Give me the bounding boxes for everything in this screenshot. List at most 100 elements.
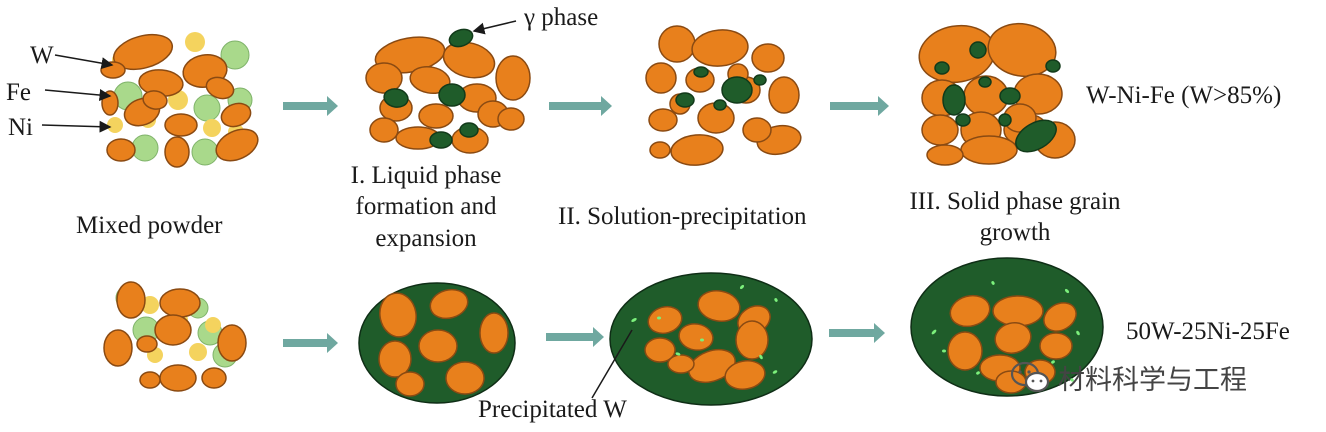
precipitated-w <box>774 298 778 302</box>
tungsten-grain <box>926 144 964 166</box>
tungsten-grain <box>994 322 1032 354</box>
tungsten-grain <box>921 114 959 146</box>
tungsten-grain <box>479 312 509 354</box>
iron-particle <box>107 117 123 133</box>
pointer-gamma <box>472 20 517 35</box>
nickel-particle <box>193 94 221 122</box>
precipitated-w <box>942 349 946 353</box>
arrow-shaft <box>830 102 880 110</box>
gamma-phase <box>942 84 966 116</box>
label-w: W <box>30 42 54 69</box>
liquid-phase-cluster-low-w <box>358 282 516 404</box>
tungsten-grain <box>1039 332 1073 360</box>
tungsten-grain <box>724 360 766 390</box>
tungsten-grain <box>142 90 168 110</box>
tungsten-grain <box>106 138 136 162</box>
gamma-phase <box>459 122 479 138</box>
tungsten-grain <box>648 108 678 132</box>
label-stage1-line2: formation and <box>355 193 497 221</box>
gamma-phase <box>693 66 709 78</box>
tungsten-grain <box>365 62 403 94</box>
arrow-head <box>593 327 604 347</box>
precipitated-w <box>1076 330 1080 336</box>
watermark-text: 材料科学与工程 <box>1058 365 1247 396</box>
tungsten-grain <box>688 348 736 384</box>
tungsten-grain <box>429 288 469 320</box>
precipitated-w <box>675 352 681 356</box>
tungsten-grain <box>103 329 133 367</box>
nickel-particle <box>220 40 250 70</box>
tungsten-grain <box>667 354 695 374</box>
iron-particle <box>203 119 221 137</box>
gamma-phase <box>955 113 971 127</box>
arrow-shaft <box>829 329 876 337</box>
precipitated-w <box>1070 378 1074 382</box>
tungsten-grain <box>442 41 496 79</box>
pointer-w <box>54 54 114 70</box>
gamma-phase <box>1045 59 1061 73</box>
tungsten-grain <box>215 128 259 162</box>
tungsten-grain <box>670 134 724 166</box>
precipitated-w <box>759 354 763 360</box>
process-arrow <box>283 96 338 116</box>
label-stage3-line1: III. Solid phase grain <box>909 188 1121 215</box>
tungsten-grain <box>379 292 417 338</box>
arrow-head <box>327 333 338 353</box>
pointer-fe <box>44 89 112 102</box>
tungsten-grain <box>116 281 146 319</box>
tungsten-grain <box>101 90 119 116</box>
tungsten-grain <box>1043 302 1077 332</box>
pointer-lines <box>41 20 633 399</box>
gamma-phase <box>998 113 1012 127</box>
process-arrow <box>546 327 604 347</box>
tungsten-grain <box>678 323 714 351</box>
tungsten-grain <box>445 361 485 395</box>
tungsten-grain <box>418 329 458 363</box>
label-stage3-line2: growth <box>979 219 1051 247</box>
tungsten-grain <box>987 22 1057 78</box>
tungsten-grain <box>217 324 247 362</box>
label-ni: Ni <box>8 114 33 141</box>
tungsten-grain <box>164 113 198 137</box>
gamma-phase <box>753 74 767 86</box>
precipitation-cluster-low-w <box>609 272 813 406</box>
tungsten-grain <box>735 320 769 360</box>
gamma-phase <box>713 99 727 111</box>
tungsten-grain <box>378 340 412 378</box>
mixed-powder-cluster-low-w <box>103 281 247 392</box>
wechat-icon <box>1010 361 1050 392</box>
stage3-cluster <box>918 22 1076 166</box>
precipitated-w <box>657 316 661 320</box>
iron-particle <box>189 343 207 361</box>
tungsten-grain <box>768 76 800 114</box>
gamma-phase <box>448 28 474 48</box>
tungsten-grain <box>139 371 161 389</box>
tungsten-grain <box>136 335 158 353</box>
gamma-phase <box>721 76 753 104</box>
tungsten-grain <box>697 290 741 322</box>
label-stage3: III. Solid phase grain growth <box>870 186 1160 249</box>
precipitated-w <box>1051 360 1055 364</box>
gamma-phase <box>675 92 695 108</box>
tungsten-grain <box>949 294 991 328</box>
process-arrow <box>283 333 338 353</box>
label-stage2: II. Solution-precipitation <box>558 203 807 230</box>
process-arrow <box>829 323 885 343</box>
gamma-phase <box>429 131 453 149</box>
watermark: 材料科学与工程 <box>1010 358 1247 397</box>
tungsten-grain <box>960 135 1018 165</box>
precipitated-w <box>991 281 995 285</box>
tungsten-grain <box>644 337 676 363</box>
arrow-shaft <box>283 339 329 347</box>
tungsten-grain <box>395 371 425 397</box>
stage2-cluster <box>645 25 802 166</box>
tungsten-grain <box>369 117 399 143</box>
arrow-head <box>878 96 889 116</box>
precipitated-w <box>1064 288 1070 294</box>
arrow-head <box>874 323 885 343</box>
label-fe: Fe <box>6 79 31 106</box>
tungsten-grain <box>220 102 252 128</box>
gamma-phase <box>969 41 987 59</box>
tungsten-grain <box>495 55 531 101</box>
stage1-cluster <box>365 28 531 154</box>
